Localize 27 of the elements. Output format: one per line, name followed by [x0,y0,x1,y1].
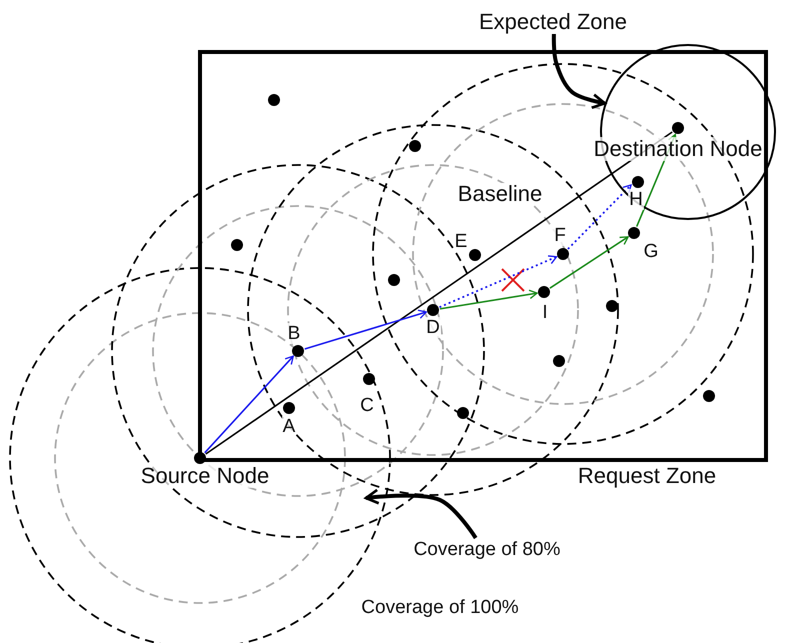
circle-node-marker [606,300,618,312]
node-label: H [628,188,644,210]
node-label: A [282,416,296,436]
baseline-line [205,131,673,455]
arrow [204,356,294,454]
arrow [439,255,558,308]
circle-node-marker [231,239,243,251]
node-label: B [286,322,302,344]
circle-node-marker [409,140,421,152]
arrow [440,290,538,310]
arrow [304,310,427,350]
arrow [549,236,629,289]
callout-label: Expected Zone [479,10,627,34]
coverage-label: Coverage of 100% [361,597,519,619]
arrow [567,184,632,250]
circle-node-marker [268,94,280,106]
node-label: D [425,316,441,338]
arrow [552,34,606,110]
node-label: F [553,224,567,246]
arrow [364,488,478,540]
zone-label: Request Zone [578,464,716,488]
node-label: Source Node [138,464,272,488]
circle-node-marker [388,274,400,286]
callout-label: Coverage of 80% [414,538,560,562]
circle-node-marker [457,407,469,419]
circle-node-marker [553,355,565,367]
circle-node-marker [703,390,715,402]
